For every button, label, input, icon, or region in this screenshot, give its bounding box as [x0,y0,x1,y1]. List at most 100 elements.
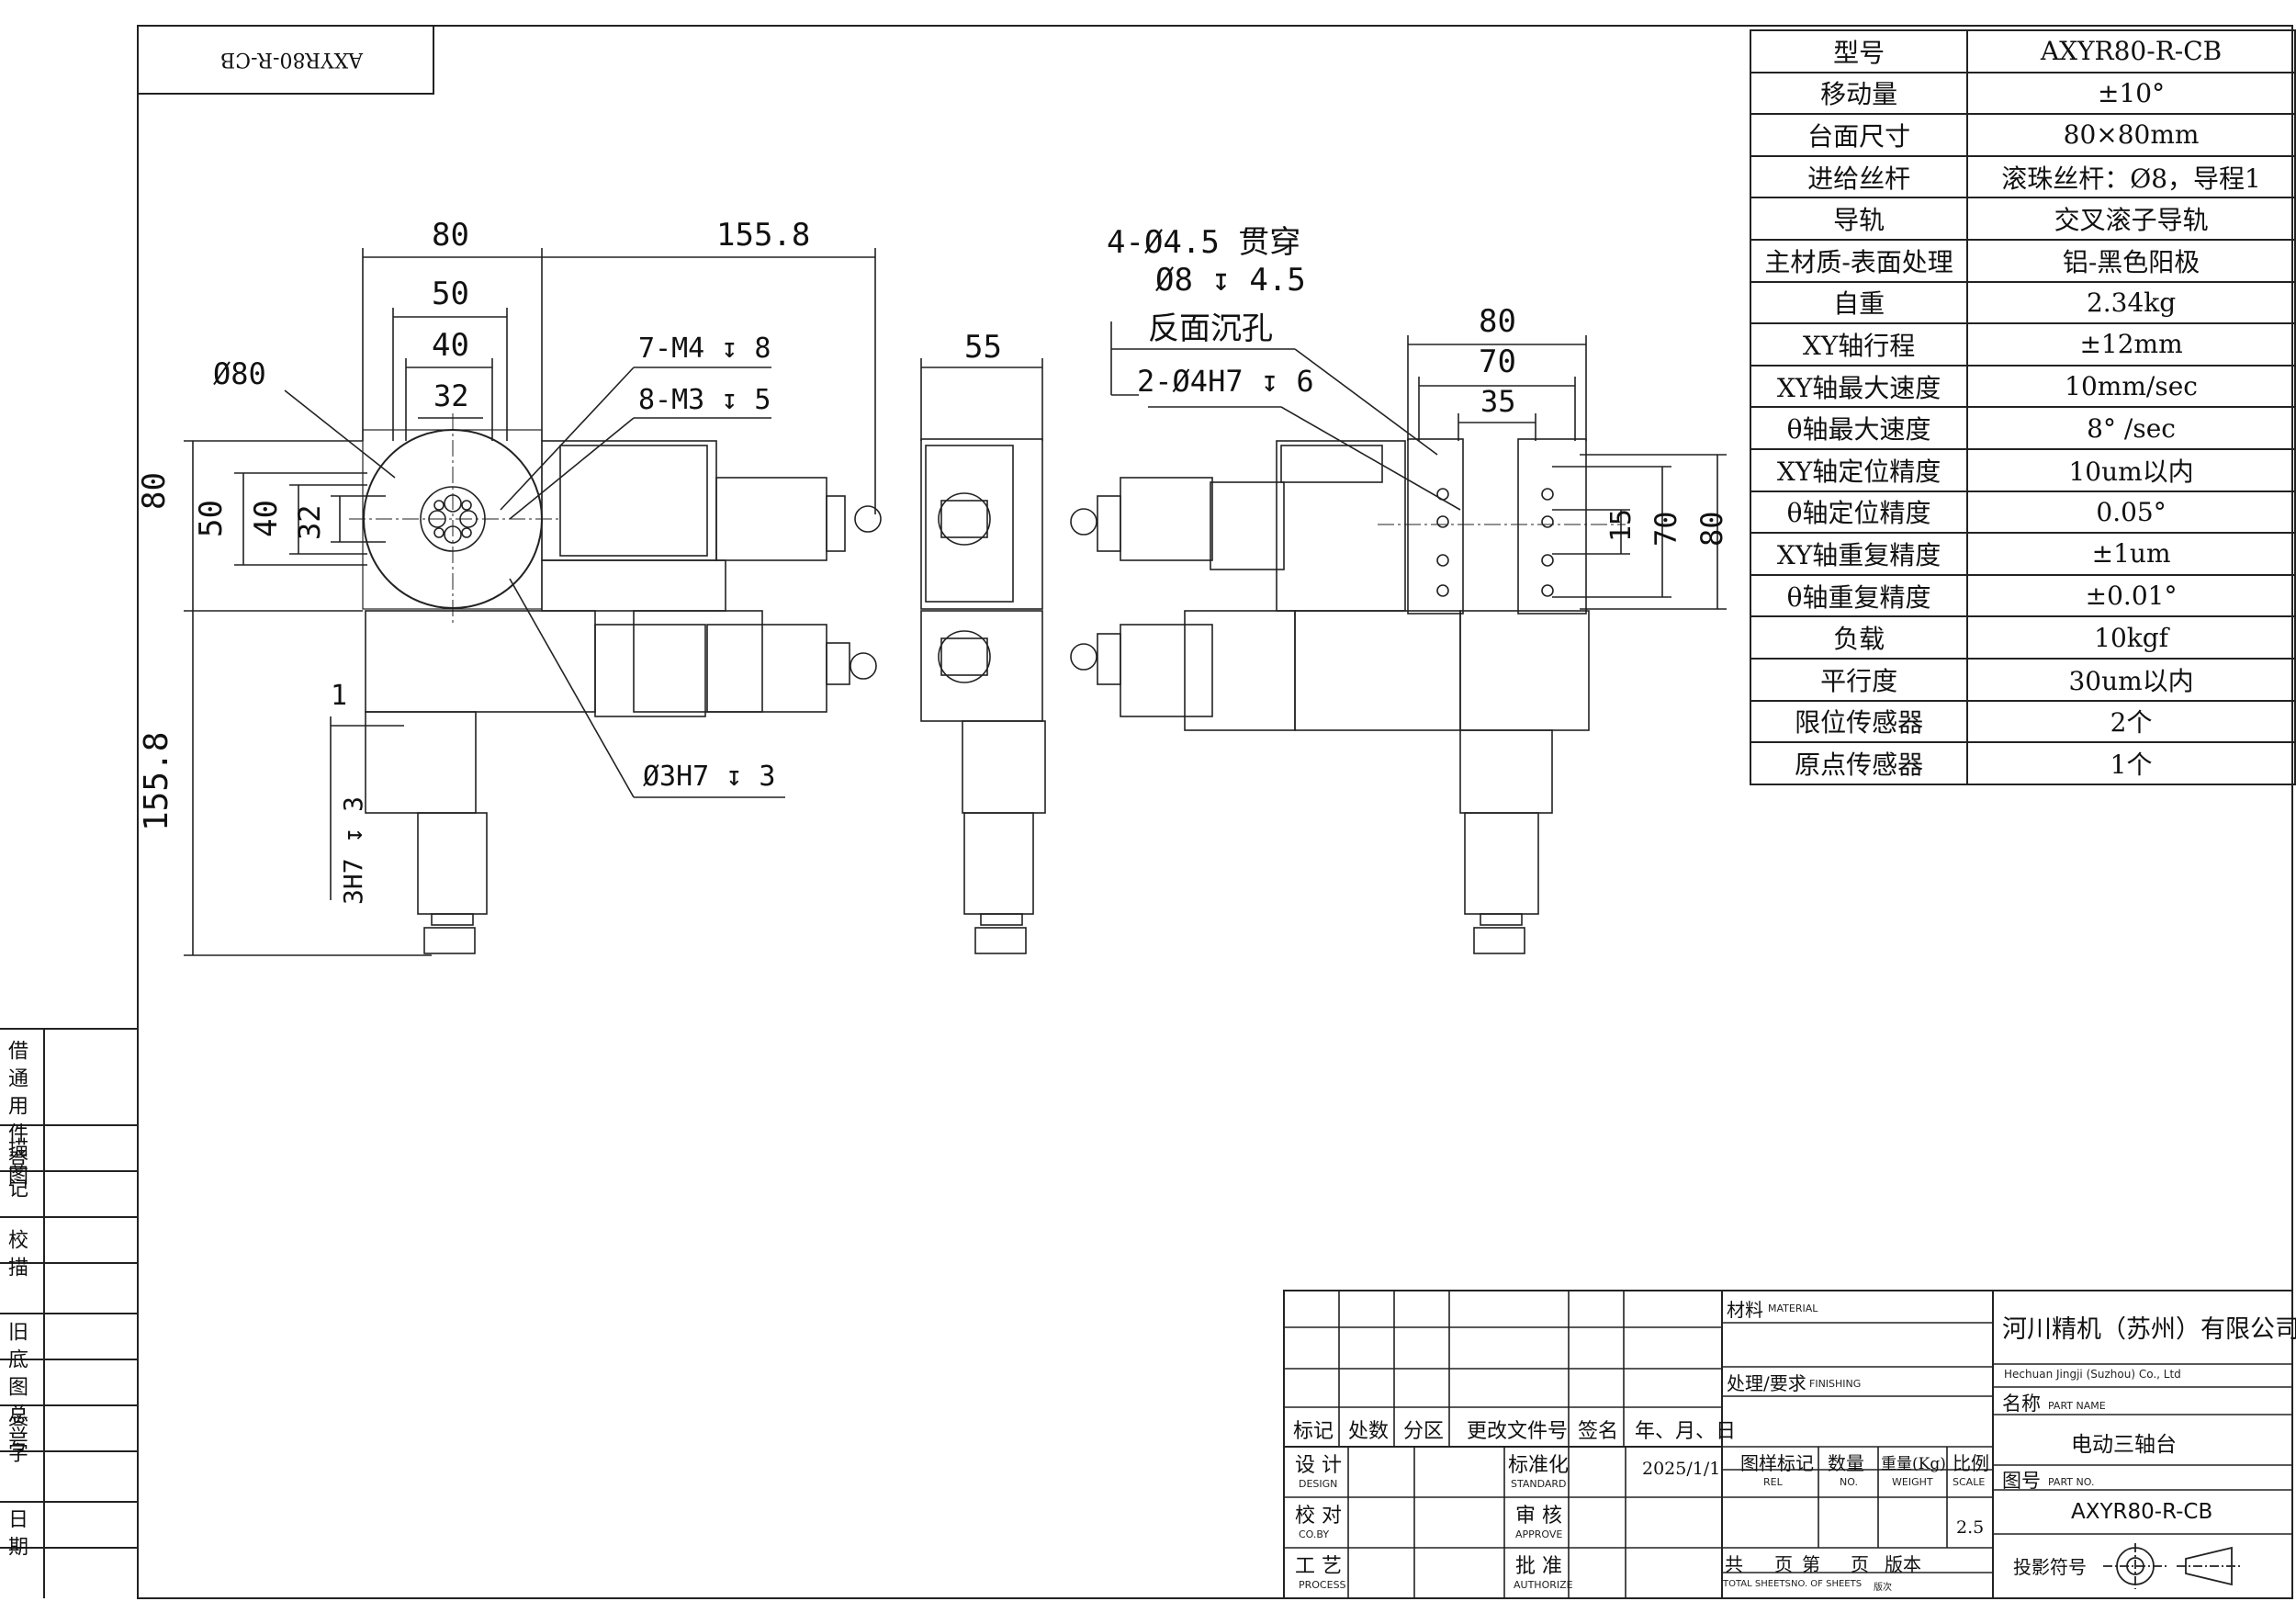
sidebar-trace: 描图 [5,1137,28,1192]
dim-phi80: Ø80 [213,356,266,391]
sidebar-date: 日期 [5,1508,28,1563]
spec-value: 10kgf [1966,615,2296,660]
tb-process: 工 艺 [1295,1555,1342,1578]
dim-hole-back: 反面沉孔 [1148,310,1273,347]
tb-page: 页 [1774,1553,1793,1575]
tb-design: 设 计 [1295,1454,1342,1477]
spec-value: 交叉滚子导轨 [1966,197,2296,241]
tb-total: 共 [1725,1553,1743,1575]
spec-label: 台面尺寸 [1749,113,1969,157]
top-view [184,248,882,956]
tb-material: 材料 [1727,1299,1763,1321]
tb-part-name: 电动三轴台 [2071,1433,2177,1457]
tb-qty: 数量 [1828,1452,1864,1474]
tb-approve-review-en: APPROVE [1515,1528,1563,1540]
tb-rev-count: 处数 [1348,1420,1390,1443]
dim-r-80: 80 [1479,303,1516,340]
spec-value: ±0.01° [1966,573,2296,618]
dim-hole-2: 2-Ø4H7 ↧ 6 [1137,364,1314,399]
spec-value: 80×80mm [1966,113,2296,157]
outer-frame [137,25,2293,1599]
tb-date-value: 2025/1/1 [1642,1459,1721,1479]
dim-left-3h7: 3H7 ↧ 3 [338,795,368,905]
side-view [920,358,1046,954]
tb-projection: 投影符号 [2013,1556,2087,1578]
tb-check-en: CO.BY [1299,1528,1330,1540]
dim-top-40: 40 [432,327,469,364]
spec-row: XY轴重复精度±1um [1749,532,2296,576]
dim-left-80: 80 [136,472,173,510]
spec-row: θ轴重复精度±0.01° [1749,573,2296,618]
tb-part-name-en: PART NAME [2048,1400,2106,1412]
sidebar-frame [0,1028,138,1598]
tb-nth: 第 [1802,1553,1820,1575]
spec-row: XY轴行程±12mm [1749,322,2296,367]
sidebar-check: 校描 [5,1229,28,1284]
tb-no-en: NO. OF SHEETS [1791,1579,1863,1589]
spec-label: 原点传感器 [1749,741,1969,785]
spec-value: ±12mm [1966,322,2296,367]
spec-value: 1个 [1966,741,2296,785]
tb-authorize: 批 准 [1515,1555,1562,1578]
spec-label: 负载 [1749,615,1969,660]
spec-value: 2个 [1966,699,2296,744]
tb-part-no-label: 图号 [2002,1470,2041,1492]
tb-scale: 比例 [1953,1452,1989,1474]
spec-label: 自重 [1749,280,1969,325]
spec-row: 主材质-表面处理铝-黑色阳极 [1749,238,2296,283]
dim-left-1: 1 [331,680,348,712]
tb-rev-sign: 签名 [1578,1420,1619,1443]
tb-rev-doc: 更改文件号 [1467,1420,1569,1443]
spec-value: 10um以内 [1966,447,2296,492]
dim-top-50: 50 [432,276,469,312]
tb-process-en: PROCESS [1299,1579,1346,1591]
spec-label: 导轨 [1749,197,1969,241]
dim-r-35: 35 [1480,384,1516,419]
spec-value: AXYR80-R-CB [1966,29,2296,73]
spec-value: 2.34kg [1966,280,2296,325]
tb-material-en: MATERIAL [1768,1303,1818,1314]
tb-approve-review: 审 核 [1515,1505,1562,1528]
dim-hole-cb: Ø8 ↧ 4.5 [1155,262,1306,299]
spec-value: 10mm/sec [1966,364,2296,409]
sidebar-old-no: 旧底图总号 [5,1321,28,1459]
dim-top-80: 80 [432,217,469,254]
spec-row: 导轨交叉滚子导轨 [1749,197,2296,241]
tb-scale-value: 2.5 [1956,1517,1985,1538]
tb-finishing: 处理/要求 [1727,1372,1806,1394]
dim-r-70: 70 [1479,344,1516,380]
spec-label: 移动量 [1749,71,1969,116]
spec-label: 限位传感器 [1749,699,1969,744]
tb-rev-date: 年、月、日 [1635,1420,1737,1443]
spec-value: 8° /sec [1966,406,2296,450]
spec-label: 进给丝杆 [1749,154,1969,199]
spec-value: 滚珠丝杆：Ø8，导程1 [1966,154,2296,199]
tb-part-no-en: PART NO. [2048,1476,2095,1488]
dim-r-15: 15 [1605,508,1638,542]
tb-scale-en: SCALE [1953,1476,1986,1488]
dim-left-40: 40 [248,500,285,537]
dim-left-155-8: 155.8 [138,731,175,831]
tb-authorize-en: AUTHORIZE [1514,1579,1573,1591]
spec-label: 平行度 [1749,657,1969,702]
spec-label: XY轴行程 [1749,322,1969,367]
dim-phi3: Ø3H7 ↧ 3 [643,761,776,793]
spec-value: ±1um [1966,532,2296,576]
spec-label: θ轴重复精度 [1749,573,1969,618]
spec-value: 铝-黑色阳极 [1966,238,2296,283]
dim-top-32: 32 [433,378,469,413]
dim-left-50: 50 [193,500,230,537]
tb-standard: 标准化 [1508,1454,1570,1477]
spec-label: XY轴定位精度 [1749,447,1969,492]
dim-m3: 8-M3 ↧ 5 [638,384,771,416]
